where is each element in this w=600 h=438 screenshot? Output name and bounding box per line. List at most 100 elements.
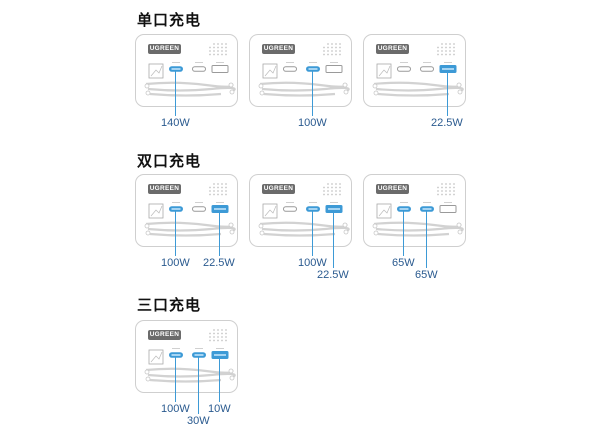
port-label-mark: [216, 62, 224, 63]
vent-dot: [221, 183, 223, 185]
vent-dot: [225, 46, 227, 49]
vent-dot: [437, 53, 439, 56]
vent-dot: [213, 43, 215, 45]
vent-dot: [327, 183, 329, 185]
cable-end: [343, 89, 349, 95]
port-label-mark: [195, 202, 203, 203]
vent-dot: [331, 190, 333, 192]
vent-dot: [217, 339, 219, 342]
port-label-mark: [444, 202, 452, 203]
vent-dot: [217, 190, 219, 192]
port-leader-line: [198, 357, 199, 414]
vent-dot: [327, 50, 329, 52]
charger-drawing: [258, 43, 350, 97]
vent-dot: [225, 193, 227, 196]
display-graphic: [264, 205, 277, 217]
cable-end: [145, 376, 151, 382]
vent-dot: [449, 43, 451, 45]
usb-a-port: [439, 205, 457, 213]
port-highlight: [171, 208, 181, 210]
vent-dot: [221, 332, 223, 335]
port-highlight: [214, 208, 226, 210]
cable-end: [457, 89, 463, 95]
vent-dot: [339, 193, 341, 196]
vent-dot: [335, 46, 337, 49]
vent-dot: [217, 329, 219, 331]
vent-dot: [453, 186, 455, 189]
vent-dot: [437, 193, 439, 196]
cable-end: [342, 222, 348, 228]
vent-dot: [209, 53, 211, 56]
charger-illustration: UGREEN: [249, 34, 352, 107]
vent-dot: [437, 190, 439, 192]
port-label-mark: [286, 202, 294, 203]
vent-dot: [453, 43, 455, 45]
vent-dot: [327, 186, 329, 189]
port-label-mark: [216, 348, 224, 349]
vent-dot: [445, 53, 447, 56]
brand-logo: UGREEN: [262, 184, 295, 194]
vent-dot: [225, 183, 227, 185]
vent-dot: [453, 190, 455, 192]
brand-logo: UGREEN: [148, 44, 181, 54]
port-highlight: [171, 354, 181, 356]
output-power-label: 140W: [161, 117, 190, 129]
output-power-label: 100W: [298, 117, 327, 129]
vent-dot: [217, 332, 219, 335]
vent-dot: [221, 53, 223, 56]
port-label-mark: [286, 62, 294, 63]
vent-dot: [327, 53, 329, 56]
vent-dot: [213, 183, 215, 185]
vent-dot: [213, 46, 215, 49]
vent-dot: [323, 53, 325, 56]
cable-end: [342, 82, 348, 88]
cable-end: [373, 230, 379, 236]
charger-illustration: UGREEN: [363, 34, 466, 107]
port-leader-line: [426, 211, 427, 268]
display-panel: [262, 203, 278, 219]
vent-dot: [217, 53, 219, 56]
vent-dot: [441, 43, 443, 45]
vent-dot: [449, 53, 451, 56]
vent-dot: [323, 193, 325, 196]
cable-end: [144, 223, 150, 229]
charger-illustration: UGREEN: [249, 174, 352, 247]
cable-end: [259, 230, 265, 236]
vent-dot: [331, 43, 333, 45]
charger-illustration: UGREEN: [135, 174, 238, 247]
cable-end: [343, 229, 349, 235]
vent-dot: [441, 190, 443, 192]
port-label-mark: [309, 62, 317, 63]
vent-dot: [441, 193, 443, 196]
vent-dot: [221, 43, 223, 45]
port-label-mark: [330, 202, 338, 203]
cable-end: [228, 222, 234, 228]
vent-dot: [217, 43, 219, 45]
vent-dot: [209, 50, 211, 52]
vent-dot: [441, 53, 443, 56]
vent-dot: [335, 183, 337, 185]
output-power-label: 22.5W: [203, 257, 235, 269]
usb-a-port: [325, 65, 343, 73]
display-graphic: [150, 65, 163, 77]
display-graphic: [150, 205, 163, 217]
section-title-single: 单口充电: [137, 12, 202, 29]
vent-dot: [221, 339, 223, 342]
vent-dot: [225, 336, 227, 338]
port-leader-line: [219, 357, 220, 402]
vent-dot: [445, 186, 447, 189]
vent-dot: [339, 190, 341, 192]
vent-dot: [453, 193, 455, 196]
vent-dot: [339, 50, 341, 52]
cable-end: [373, 90, 379, 96]
vent-dot: [323, 190, 325, 192]
output-power-label: 22.5W: [317, 269, 349, 281]
vent-dot: [327, 190, 329, 192]
vent-dot: [449, 183, 451, 185]
cable-end: [259, 90, 265, 96]
vent-dot: [221, 50, 223, 52]
vent-dot: [339, 183, 341, 185]
vent-dot: [441, 46, 443, 49]
vent-dot: [331, 183, 333, 185]
cable-end: [144, 83, 150, 89]
